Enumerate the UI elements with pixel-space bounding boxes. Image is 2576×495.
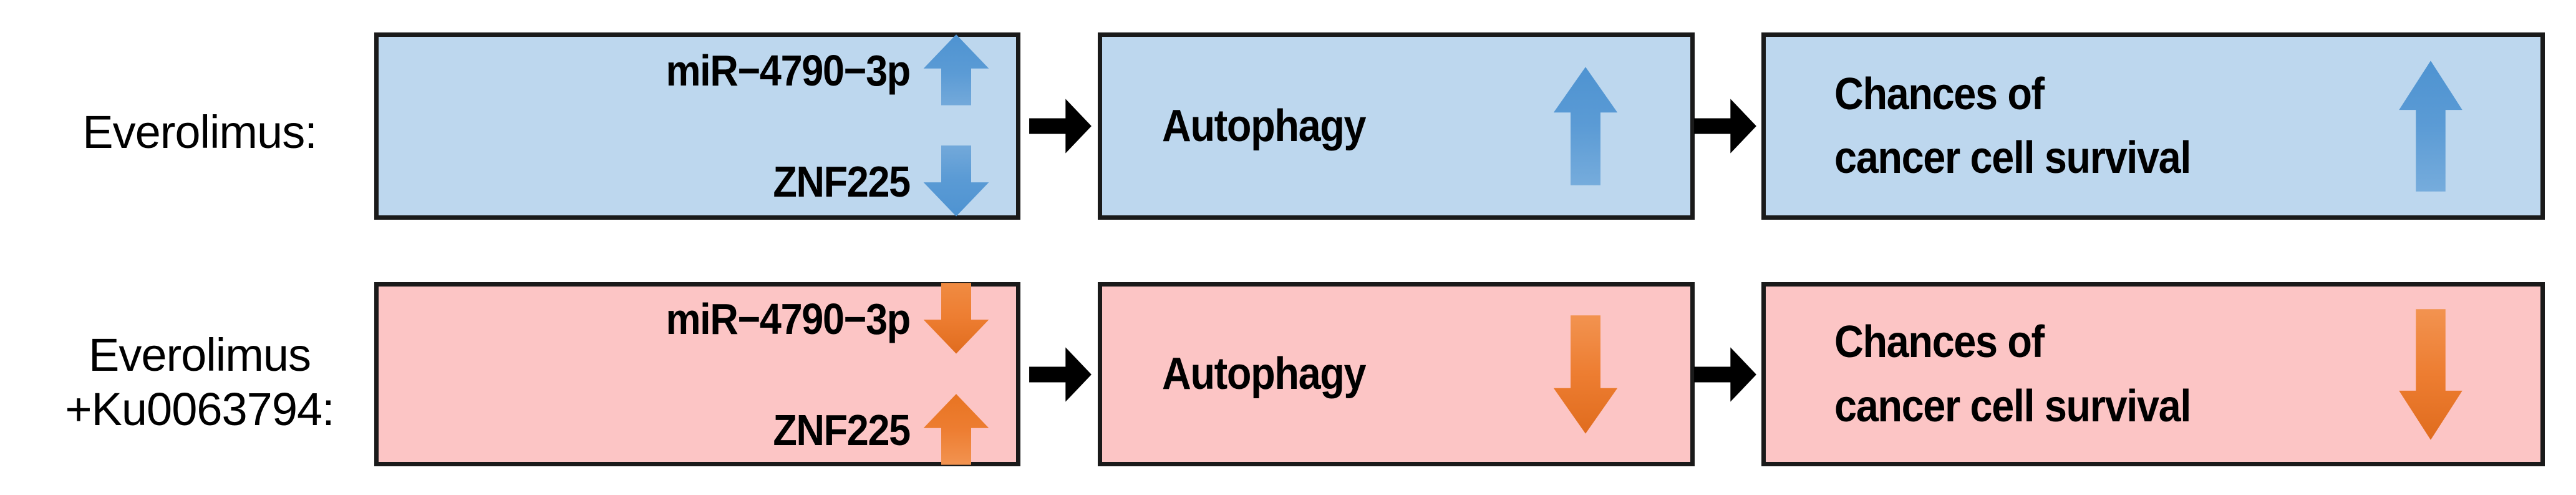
arrow-up-icon	[2399, 61, 2462, 192]
gene-row-mir4790-3p: miR−4790−3p	[416, 33, 991, 108]
outcome-box-everolimus: Chances of cancer cell survival	[1761, 32, 2545, 220]
process-box-everolimus-ku0063794: Autophagy	[1098, 282, 1695, 466]
gene-list: miR−4790−3p ZNF225	[379, 282, 1016, 468]
gene-list: miR−4790−3p ZNF225	[379, 33, 1016, 219]
connector-arrow-right-icon	[1694, 99, 1756, 154]
gene-row-znf225: ZNF225	[416, 144, 991, 219]
gene-label-znf225: ZNF225	[773, 405, 911, 454]
gene-row-znf225: ZNF225	[416, 393, 991, 468]
outcome-content: Chances of cancer cell survival	[1766, 59, 2540, 194]
arrow-up-icon	[1553, 67, 1618, 185]
gene-label-mir4790-3p: miR−4790−3p	[666, 294, 911, 343]
outcome-box-everolimus-ku0063794: Chances of cancer cell survival	[1761, 282, 2545, 466]
outcome-label-cancer-cell-survival: Chances of cancer cell survival	[1834, 69, 2191, 183]
gene-label-znf225: ZNF225	[773, 157, 911, 206]
arrow-down-icon	[923, 282, 989, 354]
connector-arrow-right-icon	[1694, 347, 1756, 402]
connector-arrow-right-icon	[1029, 99, 1092, 154]
process-content: Autophagy	[1102, 65, 1690, 187]
gene-row-mir4790-3p: miR−4790−3p	[416, 282, 991, 356]
connector-arrow-right-icon	[1029, 347, 1092, 402]
process-box-everolimus: Autophagy	[1098, 32, 1695, 220]
process-label-autophagy: Autophagy	[1162, 349, 1367, 399]
row-label-everolimus-ku0063794: Everolimus +Ku0063794:	[65, 329, 334, 436]
gene-label-mir4790-3p: miR−4790−3p	[666, 46, 911, 95]
arrow-up-icon	[923, 393, 989, 465]
process-label-autophagy: Autophagy	[1162, 100, 1367, 151]
arrow-up-icon	[923, 34, 989, 105]
arrow-down-icon	[2399, 308, 2462, 440]
process-content: Autophagy	[1102, 313, 1690, 436]
outcome-content: Chances of cancer cell survival	[1766, 307, 2540, 442]
outcome-label-cancer-cell-survival: Chances of cancer cell survival	[1834, 317, 2191, 431]
arrow-down-icon	[923, 145, 989, 217]
gene-box-everolimus: miR−4790−3p ZNF225	[374, 32, 1020, 220]
arrow-down-icon	[1553, 315, 1618, 434]
gene-box-everolimus-ku0063794: miR−4790−3p ZNF225	[374, 282, 1020, 466]
row-label-everolimus: Everolimus:	[82, 106, 317, 158]
